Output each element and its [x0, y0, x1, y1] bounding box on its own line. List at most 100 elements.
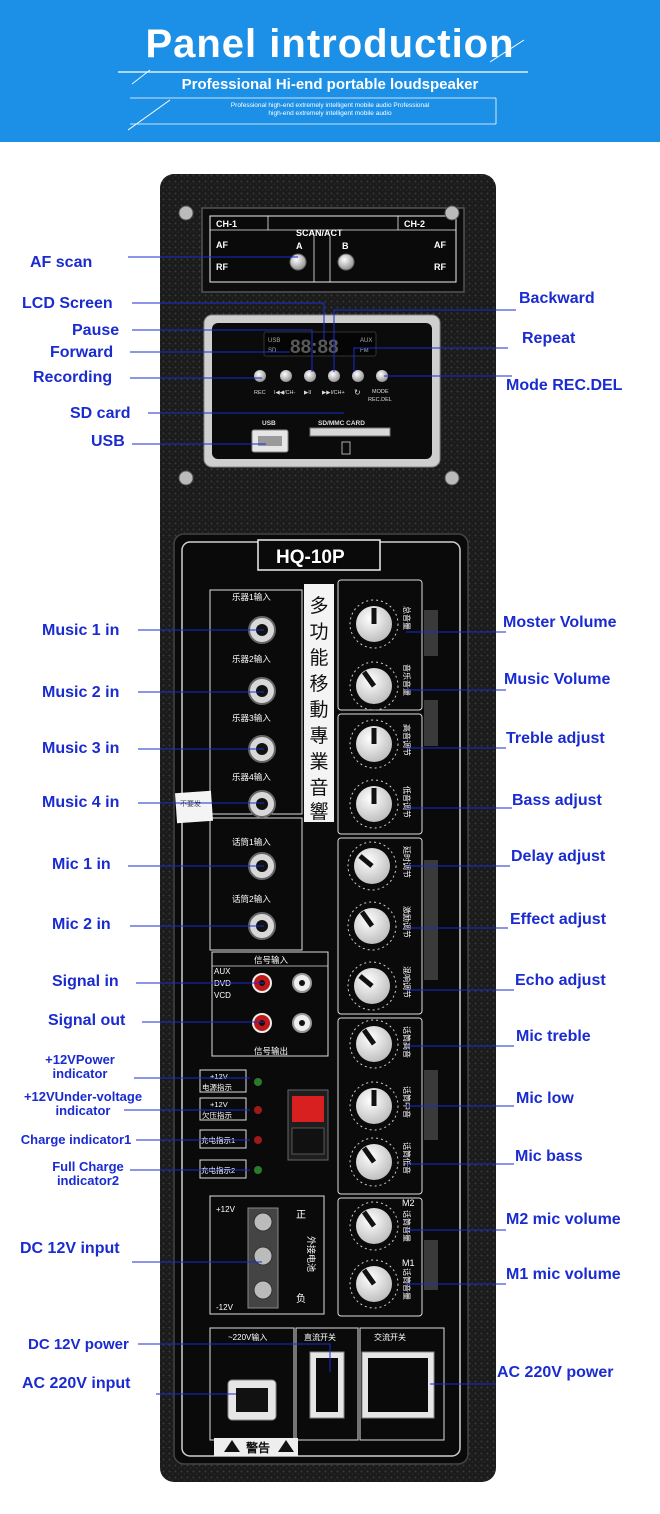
label-signal-in: Signal in [52, 973, 119, 990]
label-music2: Music 2 in [42, 684, 120, 701]
inst1-text: 乐器1输入 [232, 592, 271, 602]
label-usb: USB [91, 433, 125, 450]
label-echo: Echo adjust [515, 972, 606, 989]
b-text: B [342, 241, 349, 251]
aux-text: AUX [214, 967, 231, 976]
rec-button[interactable] [254, 370, 266, 382]
label-power-indicator-line2: indicator [52, 1066, 108, 1081]
ind-power-text: 电源指示 [202, 1082, 232, 1092]
label-bass: Bass adjust [512, 792, 602, 809]
k-m2-text: 话筒音量 [402, 1210, 412, 1242]
k-mlow-text: 话筒低音 [402, 1142, 412, 1174]
label-mode-rec-del: Mode REC.DEL [506, 377, 623, 394]
mic1-text: 话筒1输入 [232, 837, 271, 847]
vertical-label-strip [304, 584, 334, 822]
k-mmid-text: 话筒中音 [402, 1086, 412, 1118]
plus12-text: +12V [216, 1205, 236, 1214]
label-m1-volume: M1 mic volume [506, 1266, 621, 1283]
label-master-volume: Moster Volume [503, 614, 617, 631]
page-title: Panel introduction [145, 22, 515, 66]
rf-right: RF [434, 262, 446, 272]
under-voltage-led [254, 1106, 262, 1114]
fu-text: 负 [296, 1292, 306, 1305]
sd-slot-text: SD/MMC CARD [318, 420, 365, 427]
ch2-text: CH-2 [404, 219, 425, 229]
effect-knob[interactable] [347, 901, 397, 951]
label-ac-power: AC 220V power [497, 1364, 614, 1381]
mic-mid-knob[interactable] [349, 1081, 399, 1131]
minus12-text: -12V [216, 1303, 234, 1312]
lcd-aux: AUX [360, 338, 372, 344]
vchar-0: 多 [309, 595, 328, 617]
lcd-usb: USB [268, 338, 280, 344]
vertical-label-chars: 多 功 能 移 動 專 業 音 響 [309, 595, 328, 823]
prev-button[interactable] [280, 370, 292, 382]
ind-12v-b-text: +12V [210, 1100, 228, 1109]
label-af-scan: AF scan [30, 254, 93, 271]
ind-12v-a-text: +12V [210, 1072, 228, 1081]
play-text: ▶II [304, 390, 312, 396]
mic2-text: 话筒2输入 [232, 894, 271, 904]
banner-fine-print-line-1: Professional high-end extremely intellig… [230, 102, 430, 109]
signal-in-text: 信号输入 [254, 955, 289, 965]
rec-text: REC [254, 390, 266, 396]
a-text: A [296, 241, 303, 251]
sd-card-slot[interactable] [309, 427, 391, 437]
dc-switch-text: 直流开关 [304, 1332, 336, 1342]
zheng-text: 正 [296, 1210, 306, 1221]
label-mic-treble: Mic treble [516, 1028, 591, 1045]
ind-under-text: 欠压指示 [202, 1110, 232, 1120]
label-mic-low: Mic low [516, 1090, 574, 1107]
label-dc-power: DC 12V power [28, 1336, 129, 1353]
music-volume-knob[interactable] [349, 661, 399, 711]
page-subtitle: Professional Hi-end portable loudspeaker [181, 76, 479, 93]
m2-volume-knob[interactable] [349, 1201, 399, 1251]
ext-batt-text: 外接电池 [306, 1236, 317, 1272]
header-banner: Panel introduction Professional Hi-end p… [0, 0, 660, 142]
bass-knob[interactable] [349, 779, 399, 829]
scan-button-a[interactable] [289, 253, 307, 271]
mic-treble-knob[interactable] [349, 1019, 399, 1069]
label-music3: Music 3 in [42, 740, 120, 757]
warning-text: 警告 [245, 1440, 270, 1455]
m1-volume-knob[interactable] [349, 1259, 399, 1309]
mic-low-knob[interactable] [349, 1137, 399, 1187]
repeat-button[interactable] [352, 370, 364, 382]
rf-left: RF [216, 262, 228, 272]
next-button[interactable] [328, 370, 340, 382]
scan-button-b[interactable] [337, 253, 355, 271]
m1-text: M1 [402, 1258, 415, 1268]
k-mtreble-text: 话筒高音 [402, 1026, 412, 1058]
k-bass-text: 低音调节 [402, 786, 412, 818]
label-under-voltage-line2: indicator [55, 1103, 111, 1118]
af-right: AF [434, 240, 446, 250]
vchar-3: 移 [309, 673, 328, 695]
lcd-sd: SD [268, 348, 277, 354]
vcd-text: VCD [214, 991, 231, 1000]
label-power-indicator: +12VPower indicator [28, 1053, 132, 1081]
label-music4: Music 4 in [42, 794, 120, 811]
power-led [254, 1078, 262, 1086]
play-pause-button[interactable] [304, 370, 316, 382]
master-volume-knob[interactable] [349, 599, 399, 649]
vchar-8: 響 [309, 801, 328, 823]
label-music1: Music 1 in [42, 622, 120, 639]
banner-fine-print: Professional high-end extremely intellig… [180, 102, 480, 118]
label-full-charge-line1: Full Charge [52, 1159, 124, 1174]
k-treble-text: 高音调节 [402, 724, 412, 756]
delay-knob[interactable] [347, 841, 397, 891]
label-pause: Pause [72, 322, 120, 339]
charge2-led [254, 1166, 262, 1174]
handwritten-sticker [174, 790, 214, 824]
label-mic2: Mic 2 in [52, 916, 111, 933]
mode-button[interactable] [376, 370, 388, 382]
echo-knob[interactable] [347, 961, 397, 1011]
treble-knob[interactable] [349, 719, 399, 769]
usb-port-text: USB [262, 420, 276, 427]
vchar-1: 功 [309, 621, 328, 643]
callout-lines [124, 256, 516, 1395]
label-m2-volume: M2 mic volume [506, 1211, 621, 1228]
inst4-text: 乐器4输入 [232, 772, 271, 782]
vchar-6: 業 [309, 751, 328, 773]
